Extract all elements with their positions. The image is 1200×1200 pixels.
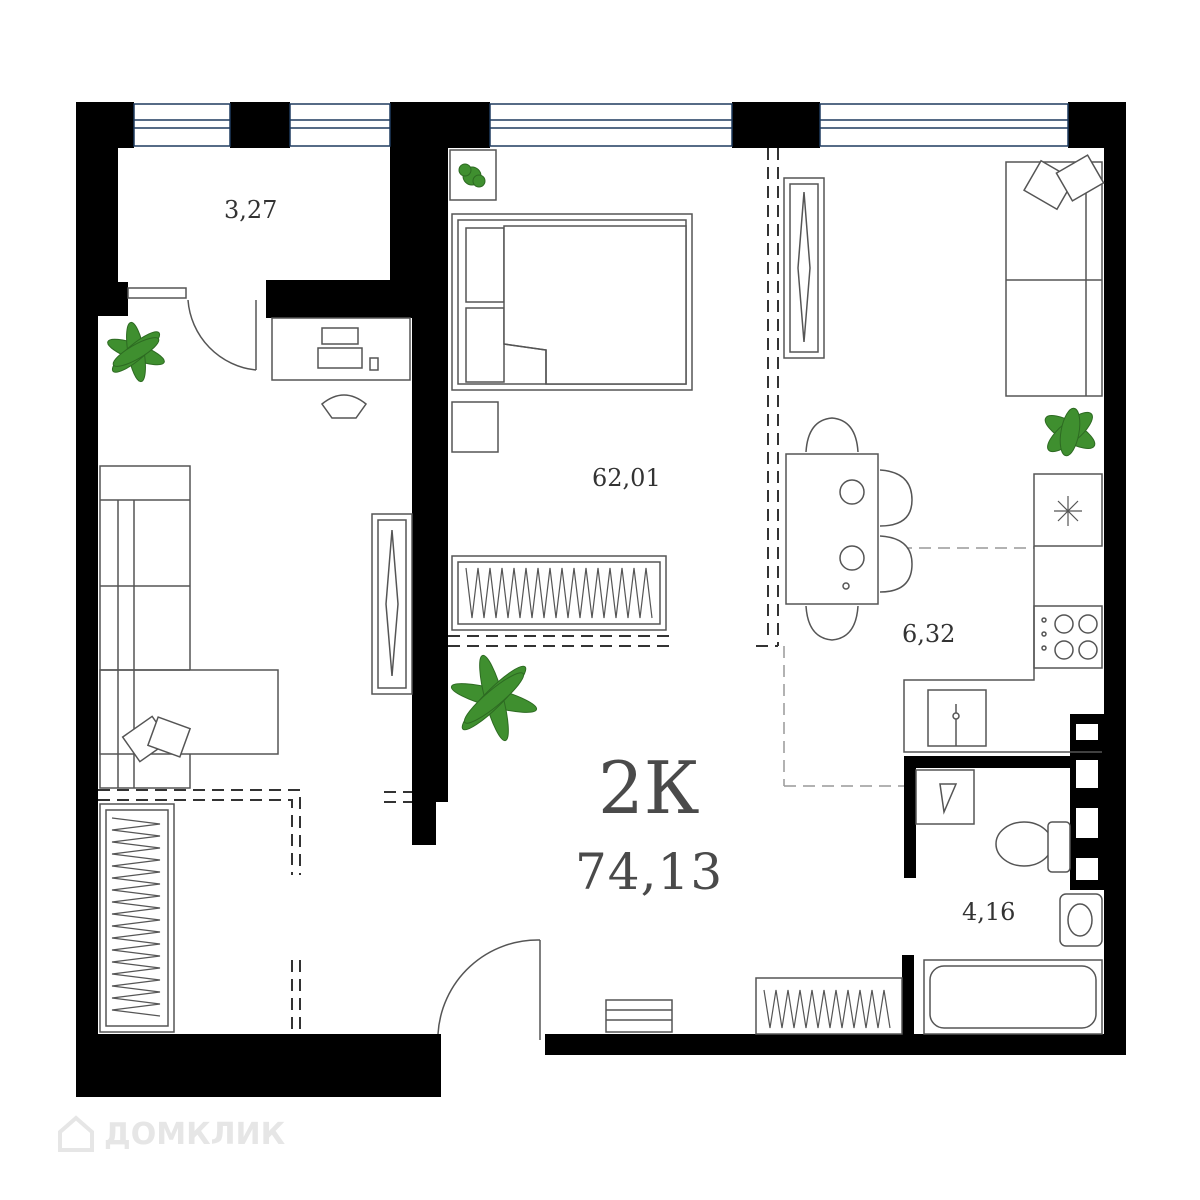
room-area-bathroom: 4,16 [962, 898, 1016, 926]
watermark: ДОМКЛИК [56, 1114, 285, 1154]
apartment-type-label: 2К [598, 746, 700, 830]
room-area-living: 62,01 [592, 464, 661, 492]
walls [76, 102, 1126, 1097]
plants [107, 163, 1096, 742]
plant-right [1044, 407, 1096, 457]
wall-gaps [1076, 724, 1098, 880]
kitchen-zone [783, 547, 1034, 787]
total-area-label: 74,13 [575, 843, 724, 901]
plant-balcony [107, 321, 165, 383]
house-icon [58, 1115, 94, 1152]
room-area-balcony: 3,27 [224, 196, 278, 224]
plant-center [450, 654, 538, 742]
windows [133, 103, 1069, 147]
zone-lines [98, 148, 779, 1034]
room-area-kitchen: 6,32 [902, 620, 956, 648]
watermark-text: ДОМКЛИК [104, 1116, 286, 1152]
plant-top [458, 163, 486, 188]
wardrobe-hangers [111, 496, 1082, 1029]
